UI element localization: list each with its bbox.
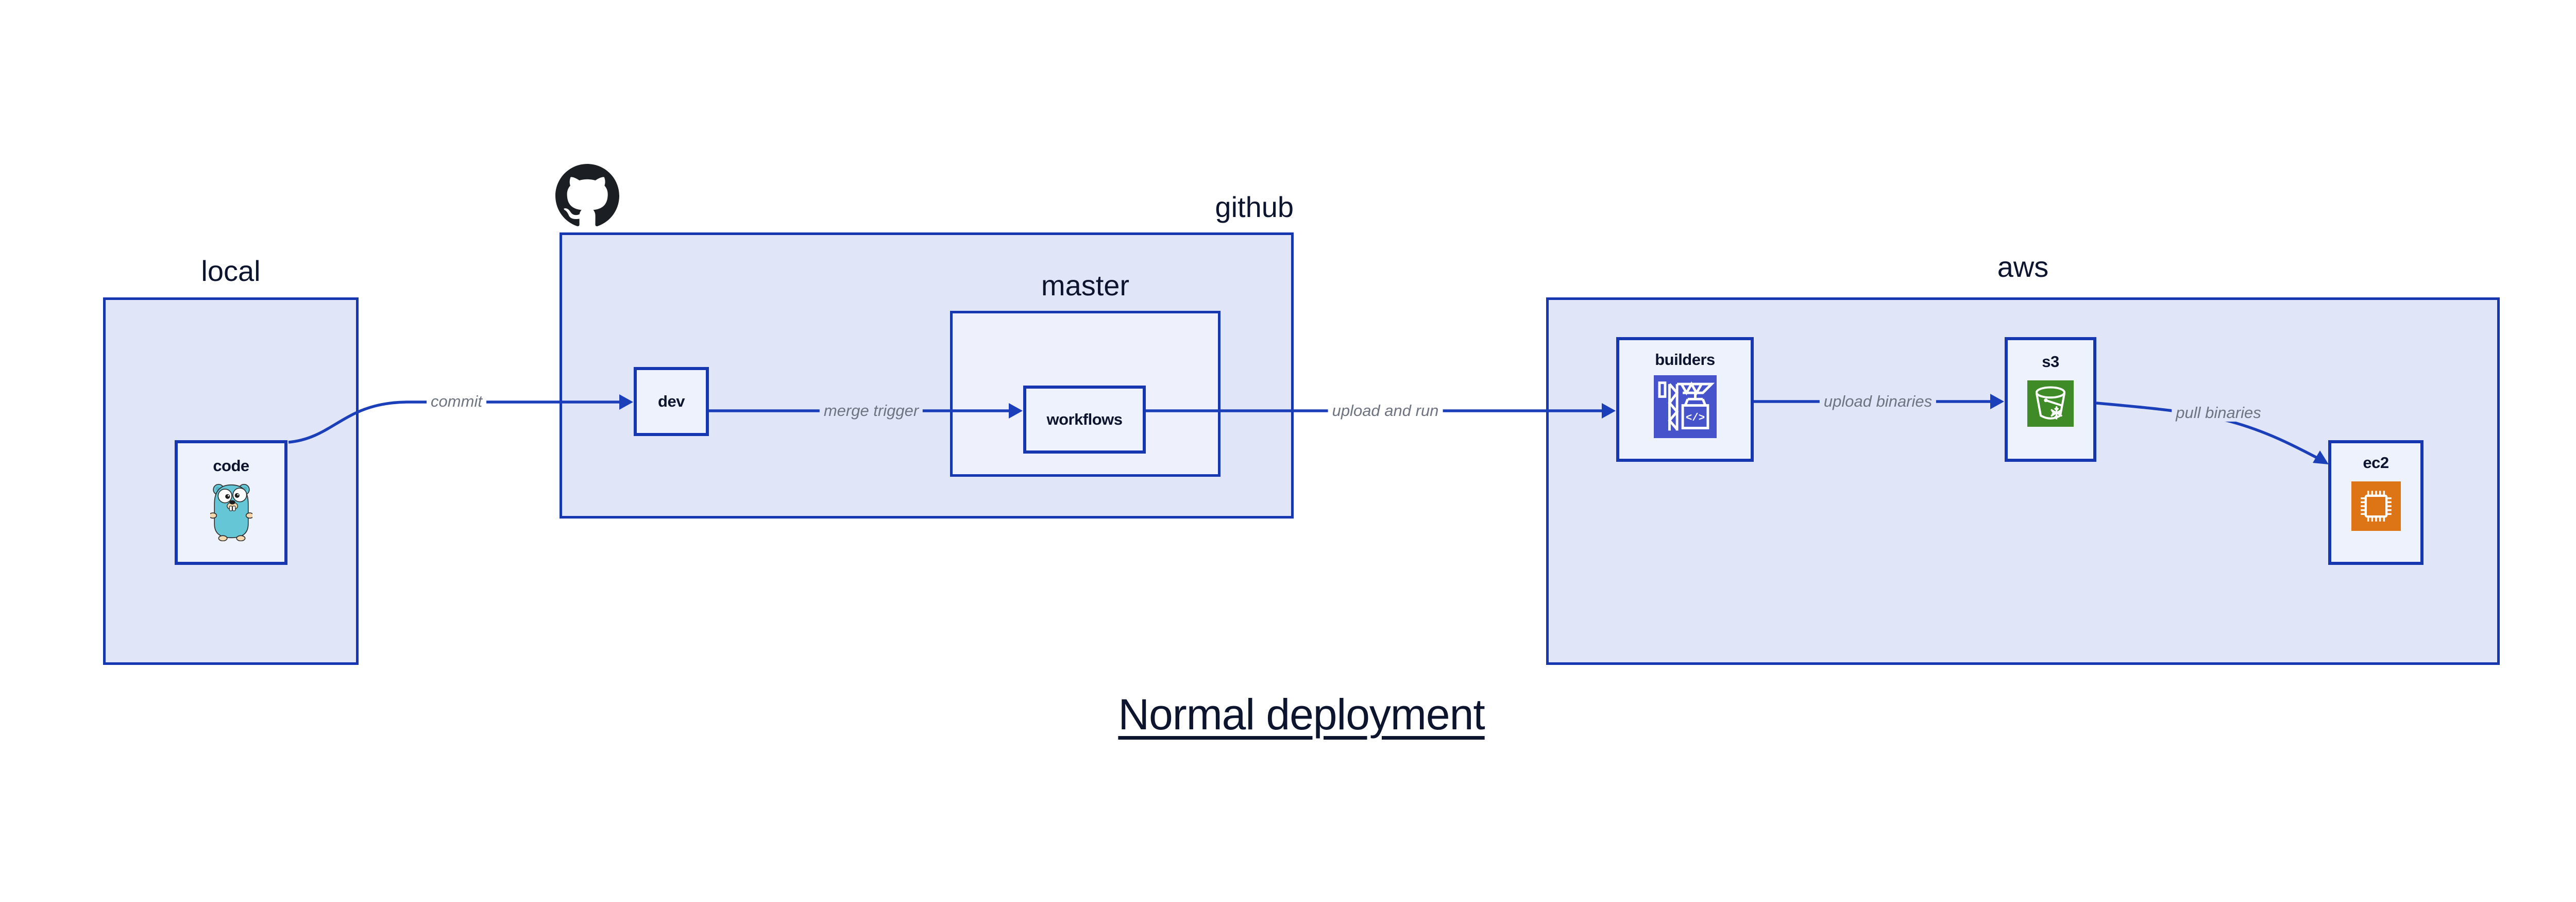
codebuild-crane-icon: </> — [1653, 375, 1717, 438]
local-container-label: local — [201, 255, 261, 287]
code-node-label: code — [213, 457, 249, 475]
master-container-label: master — [1041, 269, 1130, 302]
workflows-node-label: workflows — [1046, 410, 1123, 428]
builders-node: builders </> — [1616, 337, 1754, 462]
dev-node: dev — [634, 367, 709, 436]
ec2-chip-icon — [2351, 481, 2401, 531]
pull-binaries-edge-label: pull binaries — [2172, 404, 2265, 422]
commit-edge-label: commit — [427, 392, 486, 411]
dev-node-label: dev — [658, 392, 685, 410]
code-node: code — [175, 440, 287, 565]
ec2-node: ec2 — [2328, 440, 2424, 565]
github-container-label: github — [1215, 191, 1294, 223]
ec2-node-label: ec2 — [2363, 454, 2389, 472]
go-gopher-icon — [210, 483, 252, 541]
upload-binaries-edge-label: upload binaries — [1819, 392, 1937, 411]
github-octocat-icon — [555, 164, 619, 226]
s3-bucket-icon — [2027, 380, 2074, 427]
diagram-title: Normal deployment — [1118, 690, 1485, 739]
workflows-node: workflows — [1023, 386, 1146, 454]
builders-node-label: builders — [1655, 350, 1715, 369]
s3-node-label: s3 — [2042, 353, 2059, 371]
s3-node: s3 — [2005, 337, 2096, 462]
codebuild-code-symbol: </> — [1685, 412, 1704, 424]
merge-trigger-edge-label: merge trigger — [819, 402, 923, 420]
upload-and-run-edge-label: upload and run — [1328, 402, 1443, 420]
aws-container-label: aws — [1997, 250, 2049, 283]
